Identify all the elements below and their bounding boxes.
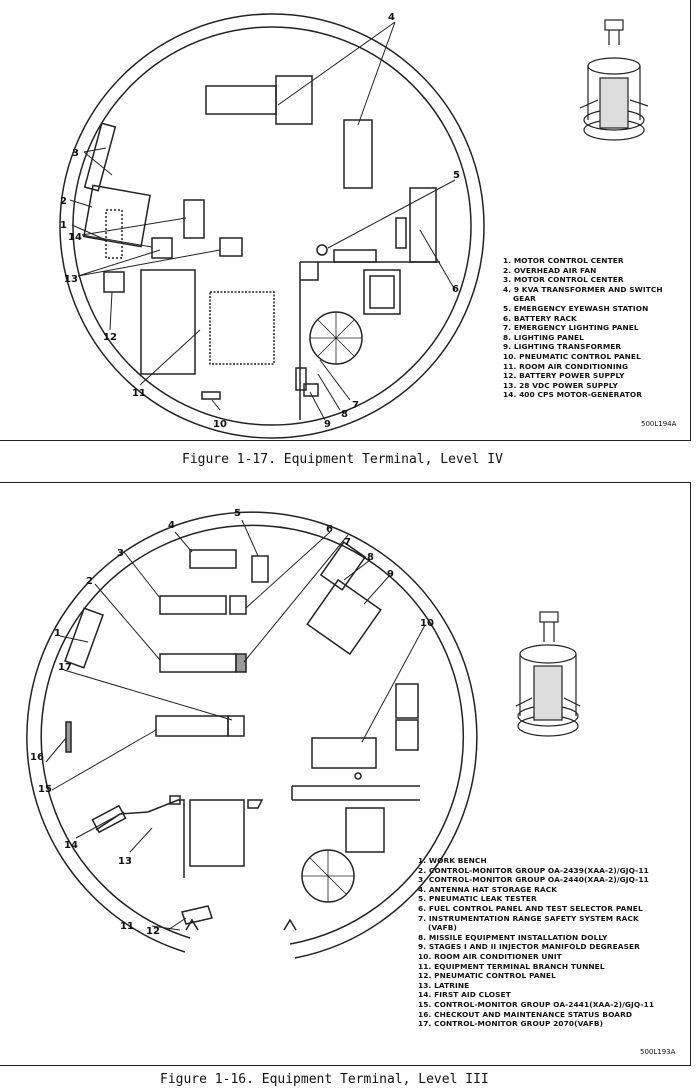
callout-10: 10 — [213, 419, 227, 430]
figure-id: 500L194A — [641, 420, 677, 428]
motor-generator — [183, 199, 205, 239]
transformer-unit — [205, 85, 277, 115]
figure-level-iii-panel — [0, 482, 691, 1066]
switch-gear — [275, 75, 313, 125]
callout-2: 2 — [60, 196, 67, 207]
callout-11: 11 — [132, 388, 146, 399]
legend-item: 1. WORK BENCH — [418, 856, 487, 865]
legend-item: 12. BATTERY POWER SUPPLY — [503, 371, 625, 381]
callout-5: 5 — [453, 170, 460, 181]
stall — [363, 269, 401, 315]
leader-lines — [69, 21, 456, 421]
legend-item: 6. FUEL CONTROL PANEL AND TEST SELECTOR … — [418, 903, 643, 913]
legend-item: 1. MOTOR CONTROL CENTER — [503, 256, 624, 265]
callout-12: 12 — [103, 332, 117, 343]
figure-caption: Figure 1-17. Equipment Terminal, Level I… — [182, 452, 503, 467]
pneumatic-control-panel — [201, 391, 221, 400]
legend-item: 9. LIGHTING TRANSFORMER — [503, 342, 622, 352]
legend-item: (VAFB) — [428, 923, 457, 933]
callout-3: 3 — [72, 148, 79, 159]
outer-wall — [59, 13, 485, 439]
legend-item: 5. PNEUMATIC LEAK TESTER — [418, 894, 537, 904]
legend-item: 13. 28 VDC POWER SUPPLY — [503, 380, 618, 390]
level-iv-floor-plan: 4 5 6 7 8 9 10 11 12 13 14 1 2 3 — [59, 12, 649, 439]
legend-item: 11. EQUIPMENT TERMINAL BRANCH TUNNEL — [418, 961, 605, 971]
pneumatic-equipment — [209, 291, 275, 365]
power-supply-b — [219, 237, 243, 257]
battery-rack-enclosure — [409, 187, 437, 263]
legend-item: 3. CONTROL-MONITOR GROUP OA-2440(XAA-2)/… — [418, 875, 649, 885]
stall-inner — [369, 275, 395, 309]
callout-6: 6 — [452, 284, 459, 295]
legend-item: 14. 400 CPS MOTOR-GENERATOR — [503, 390, 643, 400]
power-supply-a — [151, 237, 173, 259]
motor-control-center-3 — [83, 122, 117, 192]
callout-8: 8 — [341, 409, 348, 420]
legend-item: 8. MISSILE EQUIPMENT INSTALLATION DOLLY — [418, 932, 608, 942]
legend-item: 10. ROOM AIR CONDITIONER UNIT — [418, 951, 562, 961]
legend-item: 15. CONTROL-MONITOR GROUP OA-2441(XAA-2)… — [418, 999, 655, 1009]
legend-item: 14. FIRST AID CLOSET — [418, 990, 511, 1000]
legend-item: 8. LIGHTING PANEL — [503, 332, 584, 342]
legend-item: 7. INSTRUMENTATION RANGE SAFETY SYSTEM R… — [418, 913, 639, 923]
silo-key-icon — [579, 19, 649, 141]
callout-9: 9 — [324, 419, 331, 430]
legend-item: 11. ROOM AIR CONDITIONING — [503, 361, 629, 371]
level-iii-legend: 1. WORK BENCH 2. CONTROL-MONITOR GROUP O… — [418, 856, 654, 1029]
legend-item: 16. CHECKOUT AND MAINTENANCE STATUS BOAR… — [418, 1009, 633, 1019]
legend-item: 7. EMERGENCY LIGHTING PANEL — [503, 323, 639, 333]
overhead-air-fan — [83, 184, 151, 248]
figure-id: 500L193A — [640, 1048, 676, 1056]
figure-level-iv-panel — [0, 0, 691, 441]
callout-1: 1 — [60, 220, 67, 231]
transformer-cabinet — [343, 119, 373, 189]
legend-item: 10. PNEUMATIC CONTROL PANEL — [503, 351, 641, 361]
legend-item: 12. PNEUMATIC CONTROL PANEL — [418, 971, 556, 981]
callout-7: 7 — [352, 400, 359, 411]
lighting-panel — [295, 367, 307, 391]
inner-wall — [72, 26, 472, 426]
legend-item: 4. 9 KVA TRANSFORMER AND SWITCH — [503, 284, 663, 294]
battery-power-supply — [103, 271, 125, 293]
legend-item: 9. STAGES I AND II INJECTOR MANIFOLD DEG… — [418, 942, 640, 952]
legend-item: GEAR — [513, 294, 536, 304]
legend-item: 2. OVERHEAD AIR FAN — [503, 265, 597, 275]
legend-item: 4. ANTENNA HAT STORAGE RACK — [418, 884, 558, 894]
battery-rack — [395, 217, 407, 249]
legend-item: 3. MOTOR CONTROL CENTER — [503, 275, 624, 285]
legend-item: 6. BATTERY RACK — [503, 313, 577, 323]
callout-4: 4 — [388, 12, 395, 23]
figure-caption: Figure 1-16. Equipment Terminal, Level I… — [160, 1072, 489, 1087]
callout-13: 13 — [64, 274, 78, 285]
level-iv-legend: 1. MOTOR CONTROL CENTER 2. OVERHEAD AIR … — [503, 256, 663, 400]
legend-item: 5. EMERGENCY EYEWASH STATION — [503, 303, 649, 313]
lighting-transformer — [303, 383, 319, 397]
legend-item: 17. CONTROL-MONITOR GROUP 2070(VAFB) — [418, 1019, 604, 1029]
callout-14: 14 — [68, 232, 82, 243]
legend-item: 2. CONTROL-MONITOR GROUP OA-2439(XAA-2)/… — [418, 865, 649, 875]
room-air-conditioning — [140, 269, 196, 375]
motor-control-center-1 — [105, 209, 123, 259]
legend-item: 13. LATRINE — [418, 980, 470, 990]
eyewash-station — [316, 244, 328, 256]
cabinet — [333, 249, 377, 263]
